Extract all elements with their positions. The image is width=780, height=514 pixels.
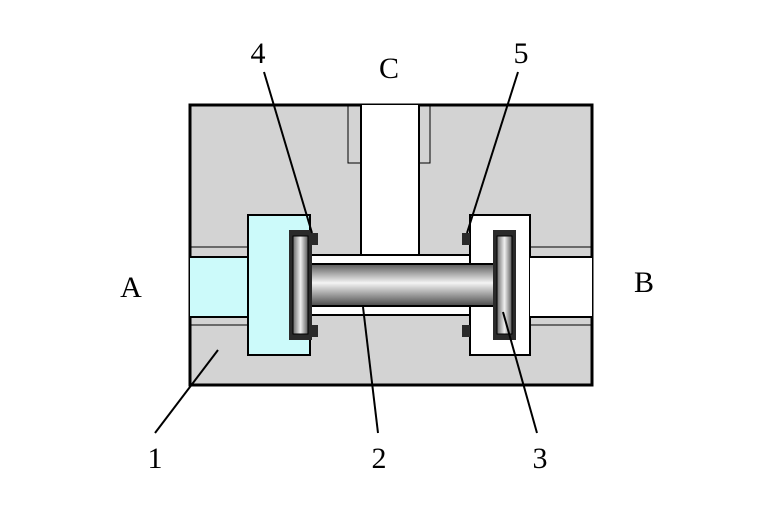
right-seal-bottom xyxy=(462,325,470,337)
port-c-label: C xyxy=(379,52,399,85)
right-valve-disk xyxy=(493,230,516,340)
callout-3: 3 xyxy=(533,442,548,475)
left-seal-bottom xyxy=(310,325,318,337)
right-seal-top xyxy=(462,233,470,245)
leader-line-5 xyxy=(466,71,519,234)
spool-rod xyxy=(304,263,498,307)
left-seal-top xyxy=(310,233,318,245)
leader-line-3 xyxy=(502,311,538,434)
port-b-passage xyxy=(530,246,592,326)
port-c-channel xyxy=(347,104,431,257)
callout-1: 1 xyxy=(148,442,163,475)
leader-line-4 xyxy=(263,71,313,234)
callout-5: 5 xyxy=(514,37,529,70)
left-valve-disk xyxy=(289,230,312,340)
callout-4: 4 xyxy=(251,37,266,70)
port-b-label: B xyxy=(634,266,654,299)
callout-2: 2 xyxy=(372,442,387,475)
leader-line-1 xyxy=(154,349,219,434)
leader-line-2 xyxy=(362,306,379,434)
port-a-label: A xyxy=(120,271,142,304)
port-a-passage xyxy=(190,246,248,326)
